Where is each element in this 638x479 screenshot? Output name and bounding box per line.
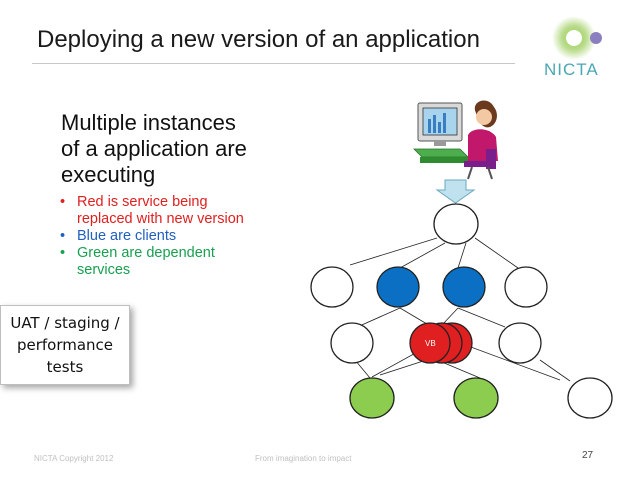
white-node — [310, 266, 354, 308]
white-node — [498, 322, 542, 364]
dependent-node-green — [349, 377, 395, 419]
service-node-red — [409, 322, 451, 364]
diagram-nodes — [310, 203, 613, 419]
dependent-node-green — [453, 377, 499, 419]
uat-callout-text: UAT / staging / performance tests — [10, 314, 120, 376]
main-text: Multiple instances of a application are … — [61, 110, 247, 188]
white-node — [567, 377, 613, 419]
client-node-blue — [442, 266, 486, 308]
user-computer-icon — [413, 100, 498, 180]
bullet-dot: • — [60, 245, 66, 261]
bullet-line: replaced with new version — [77, 211, 244, 227]
footer-tagline: From imagination to impact — [255, 454, 352, 463]
main-text-line: of a application are — [61, 136, 247, 161]
bullet-green-dependent: • Green are dependent services — [57, 245, 244, 279]
bullet-list: • Red is service being replaced with new… — [57, 194, 244, 279]
slide-title: Deploying a new version of an applicatio… — [37, 26, 480, 53]
bullet-dot: • — [60, 228, 66, 244]
bullet-blue-clients: • Blue are clients — [57, 228, 244, 245]
bullet-line: Green are dependent — [77, 245, 215, 261]
white-node — [330, 322, 374, 364]
page-number: 27 — [582, 450, 594, 461]
white-node — [504, 266, 548, 308]
bullet-line: Blue are clients — [77, 228, 177, 244]
root-node — [433, 203, 479, 245]
bullet-dot: • — [60, 194, 66, 210]
main-text-line: Multiple instances — [61, 110, 236, 135]
uat-callout-box: UAT / staging / performance tests — [0, 305, 130, 385]
deployment-diagram: VB — [310, 100, 613, 419]
client-node-blue — [376, 266, 420, 308]
down-arrow-icon — [435, 179, 476, 204]
main-text-line: executing — [61, 162, 156, 187]
footer-copyright: NICTA Copyright 2012 — [34, 454, 114, 463]
nicta-logo — [552, 16, 602, 60]
bullet-line: Red is service being — [77, 194, 208, 210]
logo-text: NICTA — [544, 60, 599, 79]
bullet-line: services — [77, 262, 131, 278]
node-label-vb: VB — [425, 339, 436, 348]
title-divider — [32, 63, 515, 64]
bullet-red-service: • Red is service being replaced with new… — [57, 194, 244, 228]
